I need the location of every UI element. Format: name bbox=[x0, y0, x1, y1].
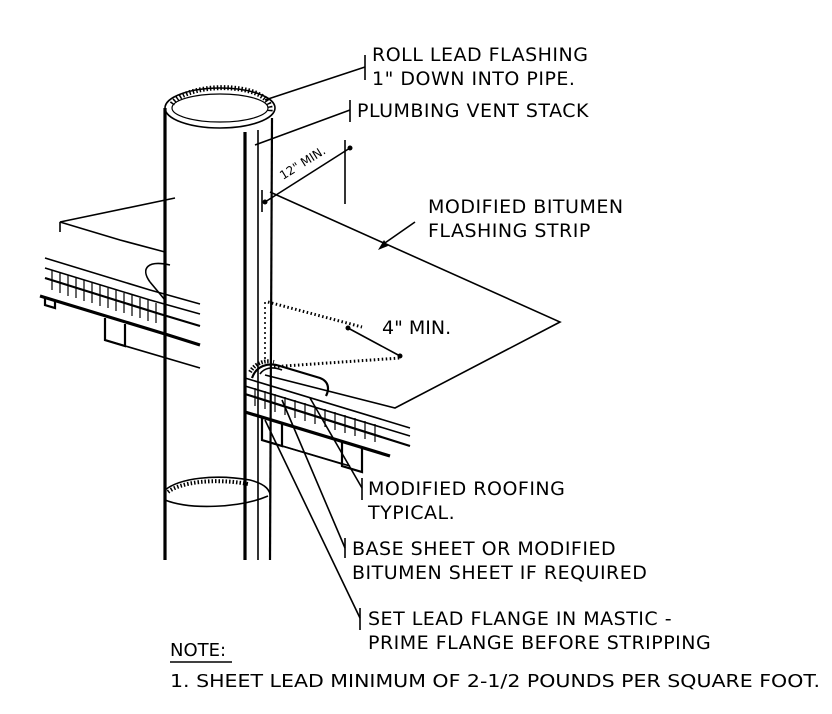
label-roofing-2: TYPICAL. bbox=[367, 502, 455, 524]
dimension-4-label: 4" MIN. bbox=[382, 317, 451, 339]
label-base-sheet-2: BITUMEN SHEET IF REQUIRED bbox=[352, 562, 647, 584]
label-roll-lead-1: ROLL LEAD FLASHING bbox=[372, 44, 588, 66]
label-lead-flange-2: PRIME FLANGE BEFORE STRIPPING bbox=[368, 632, 711, 654]
label-bitumen-strip-2: FLASHING STRIP bbox=[428, 220, 591, 242]
label-roll-lead-2: 1" DOWN INTO PIPE. bbox=[372, 68, 575, 90]
label-bitumen-strip-1: MODIFIED BITUMEN bbox=[428, 196, 624, 218]
dimension-12-label: 12" MIN. bbox=[277, 143, 328, 182]
dimension-4-min: 4" MIN. bbox=[345, 317, 451, 359]
leader-lines bbox=[254, 55, 416, 630]
insulation-hatch-left bbox=[51, 270, 157, 323]
roof-assembly-left bbox=[39, 257, 201, 369]
label-base-sheet-1: BASE SHEET OR MODIFIED bbox=[352, 538, 616, 560]
label-vent-stack: PLUMBING VENT STACK bbox=[357, 100, 589, 122]
note-heading: NOTE: bbox=[170, 640, 226, 661]
dimension-12-min: 12" MIN. bbox=[261, 140, 353, 212]
flashing-strip-sheet bbox=[59, 191, 562, 409]
label-lead-flange-1: SET LEAD FLANGE IN MASTIC - bbox=[368, 608, 672, 630]
plumbing-vent-stack-pipe[interactable] bbox=[163, 85, 276, 561]
label-roofing-1: MODIFIED ROOFING bbox=[368, 478, 565, 500]
note-line-1: 1. SHEET LEAD MINIMUM OF 2-1/2 POUNDS PE… bbox=[170, 671, 820, 692]
